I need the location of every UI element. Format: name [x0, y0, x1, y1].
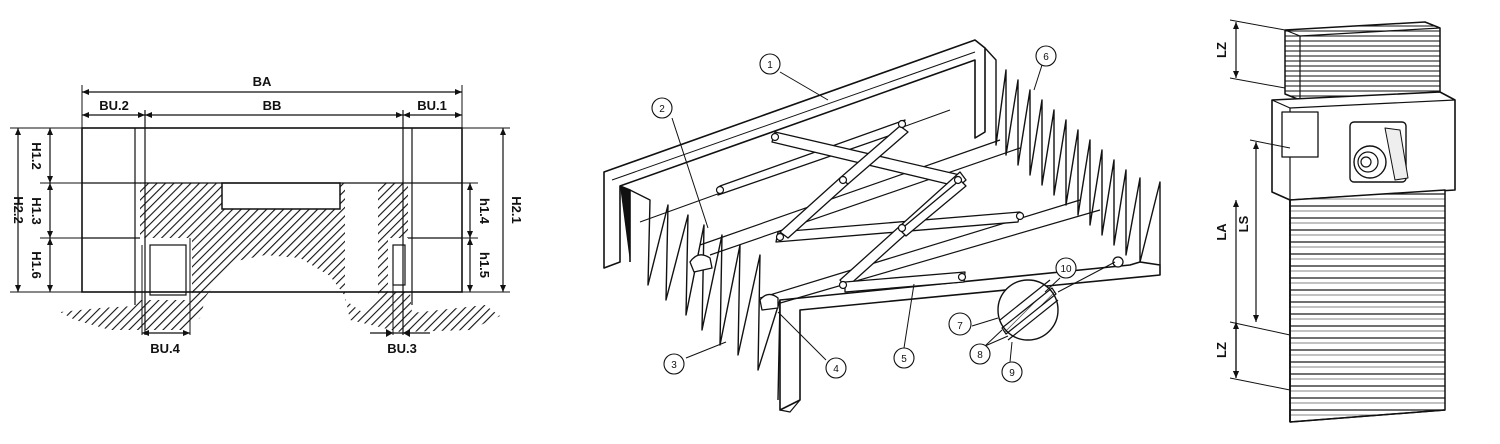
guide-shoe-right — [759, 293, 779, 311]
callout-4: 4 — [833, 364, 839, 375]
vertical-bellows-drawing: LZ LA LS LZ — [1214, 19, 1456, 423]
cross-section-drawing: BA BU.2 BB BU.1 BU.4 BU.3 H2.2 H1.2 H1.3… — [10, 74, 524, 356]
guide-shoe-left — [689, 254, 713, 273]
callout-7-circle — [948, 312, 972, 336]
callout-4-circle — [825, 357, 847, 379]
label-lz-top: LZ — [1214, 42, 1229, 58]
callout-leaders — [671, 64, 1061, 363]
material-detail-circle — [997, 261, 1116, 341]
label-h15: h1.5 — [477, 252, 492, 278]
callout-2: 2 — [659, 104, 665, 115]
label-h21: H2.1 — [509, 196, 524, 223]
label-bu4: BU.4 — [150, 341, 180, 356]
callout-10: 10 — [1060, 264, 1072, 275]
label-ls: LS — [1236, 215, 1251, 232]
callout-7: 7 — [957, 321, 963, 332]
callout-5: 5 — [901, 354, 907, 365]
pleat-folds-right — [984, 47, 1161, 265]
callout-2-circle — [651, 97, 673, 119]
isometric-bellows-drawing: 1 2 3 4 5 6 7 8 9 10 — [603, 39, 1161, 413]
callout-1-circle — [759, 53, 781, 75]
callout-6: 6 — [1043, 52, 1049, 63]
scissor-mechanism — [717, 119, 1021, 293]
bottom-frame-plate — [779, 261, 1161, 411]
callout-9: 9 — [1009, 368, 1015, 379]
label-la: LA — [1214, 223, 1229, 241]
label-h13: H1.3 — [29, 197, 44, 224]
label-lz-bottom: LZ — [1214, 342, 1229, 358]
label-h22: H2.2 — [11, 196, 26, 223]
callout-10-circle — [1055, 257, 1077, 279]
head-window — [1281, 111, 1319, 158]
machine-base-hatch — [60, 183, 500, 332]
label-bu1: BU.1 — [417, 98, 447, 113]
scissor-pivots — [715, 119, 1025, 290]
label-bu3: BU.3 — [387, 341, 417, 356]
label-h16: H1.6 — [29, 251, 44, 278]
dimension-lines-fig3 — [1229, 19, 1291, 391]
pleat-folds-left — [629, 189, 781, 401]
label-h14: h1.4 — [477, 198, 492, 225]
callout-6-circle — [1035, 45, 1057, 67]
label-bb: BB — [263, 98, 282, 113]
callout-3-circle — [663, 353, 685, 375]
callout-bubbles — [651, 45, 1077, 383]
label-h12: H1.2 — [29, 142, 44, 169]
extended-bellows-bottom — [1289, 189, 1446, 423]
label-bu2: BU.2 — [99, 98, 129, 113]
callout-1: 1 — [767, 60, 773, 71]
guide-slot — [221, 182, 341, 210]
top-frame-plate — [603, 39, 986, 269]
callout-8-circle — [969, 343, 991, 365]
callout-9-circle — [1001, 361, 1023, 383]
callout-8: 8 — [977, 350, 983, 361]
compressed-bellows-top — [1284, 21, 1441, 101]
callout-3: 3 — [671, 360, 677, 371]
label-ba: BA — [253, 74, 272, 89]
callout-5-circle — [893, 347, 915, 369]
